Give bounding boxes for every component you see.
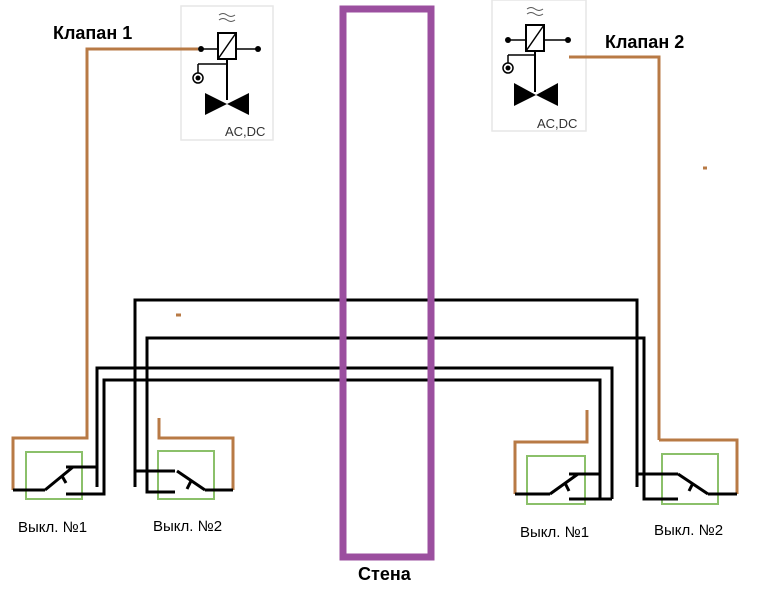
traveler-wire-b	[145, 336, 646, 487]
wall-label: Стена	[358, 564, 412, 584]
valve-1-spec: AC,DC	[225, 124, 265, 139]
switch-2-contacts	[133, 469, 233, 494]
traveler-wire-a	[133, 298, 639, 487]
switch-2-label: Выкл. №2	[153, 518, 222, 535]
valve-2-ac-icon	[526, 7, 544, 16]
switch-4-label: Выкл. №2	[654, 522, 723, 539]
switch-1-label: Выкл. №1	[18, 519, 87, 536]
valve-1-symbol: AC,DC	[180, 5, 274, 141]
valve-2-body	[514, 83, 536, 106]
valve-2-label: Клапан 2	[605, 32, 684, 52]
switch-boxes	[25, 450, 719, 505]
switch-box-1	[25, 451, 83, 500]
switch-box-3	[526, 455, 586, 505]
switch-frame-3	[513, 410, 589, 494]
switch-box-2	[157, 450, 215, 500]
switch-1-contacts	[13, 465, 106, 496]
valve-2-spec: AC,DC	[537, 116, 577, 131]
phase-wires	[11, 47, 739, 494]
valve-1-body	[205, 93, 227, 115]
traveler-wire-d	[102, 378, 602, 499]
valve-1-label: Клапан 1	[53, 23, 132, 43]
traveler-wire-c	[95, 366, 614, 499]
switch-mechanisms	[13, 465, 737, 501]
switch-4-contacts	[635, 472, 737, 501]
switch-frame-4	[659, 438, 739, 494]
switch-3-contacts	[515, 472, 612, 501]
switch-box-4	[661, 453, 719, 505]
valve-1-ac-icon	[218, 13, 236, 22]
wall	[339, 5, 435, 561]
switch-3-label: Выкл. №1	[520, 524, 589, 541]
valve-2-feed-wire	[569, 55, 661, 440]
traveler-wires	[95, 298, 646, 499]
switch-frame-2	[157, 418, 235, 490]
switch-frame-1	[11, 420, 89, 490]
valve-1-feed-wire	[85, 47, 198, 420]
valve-2-symbol: AC,DC	[491, 0, 587, 132]
